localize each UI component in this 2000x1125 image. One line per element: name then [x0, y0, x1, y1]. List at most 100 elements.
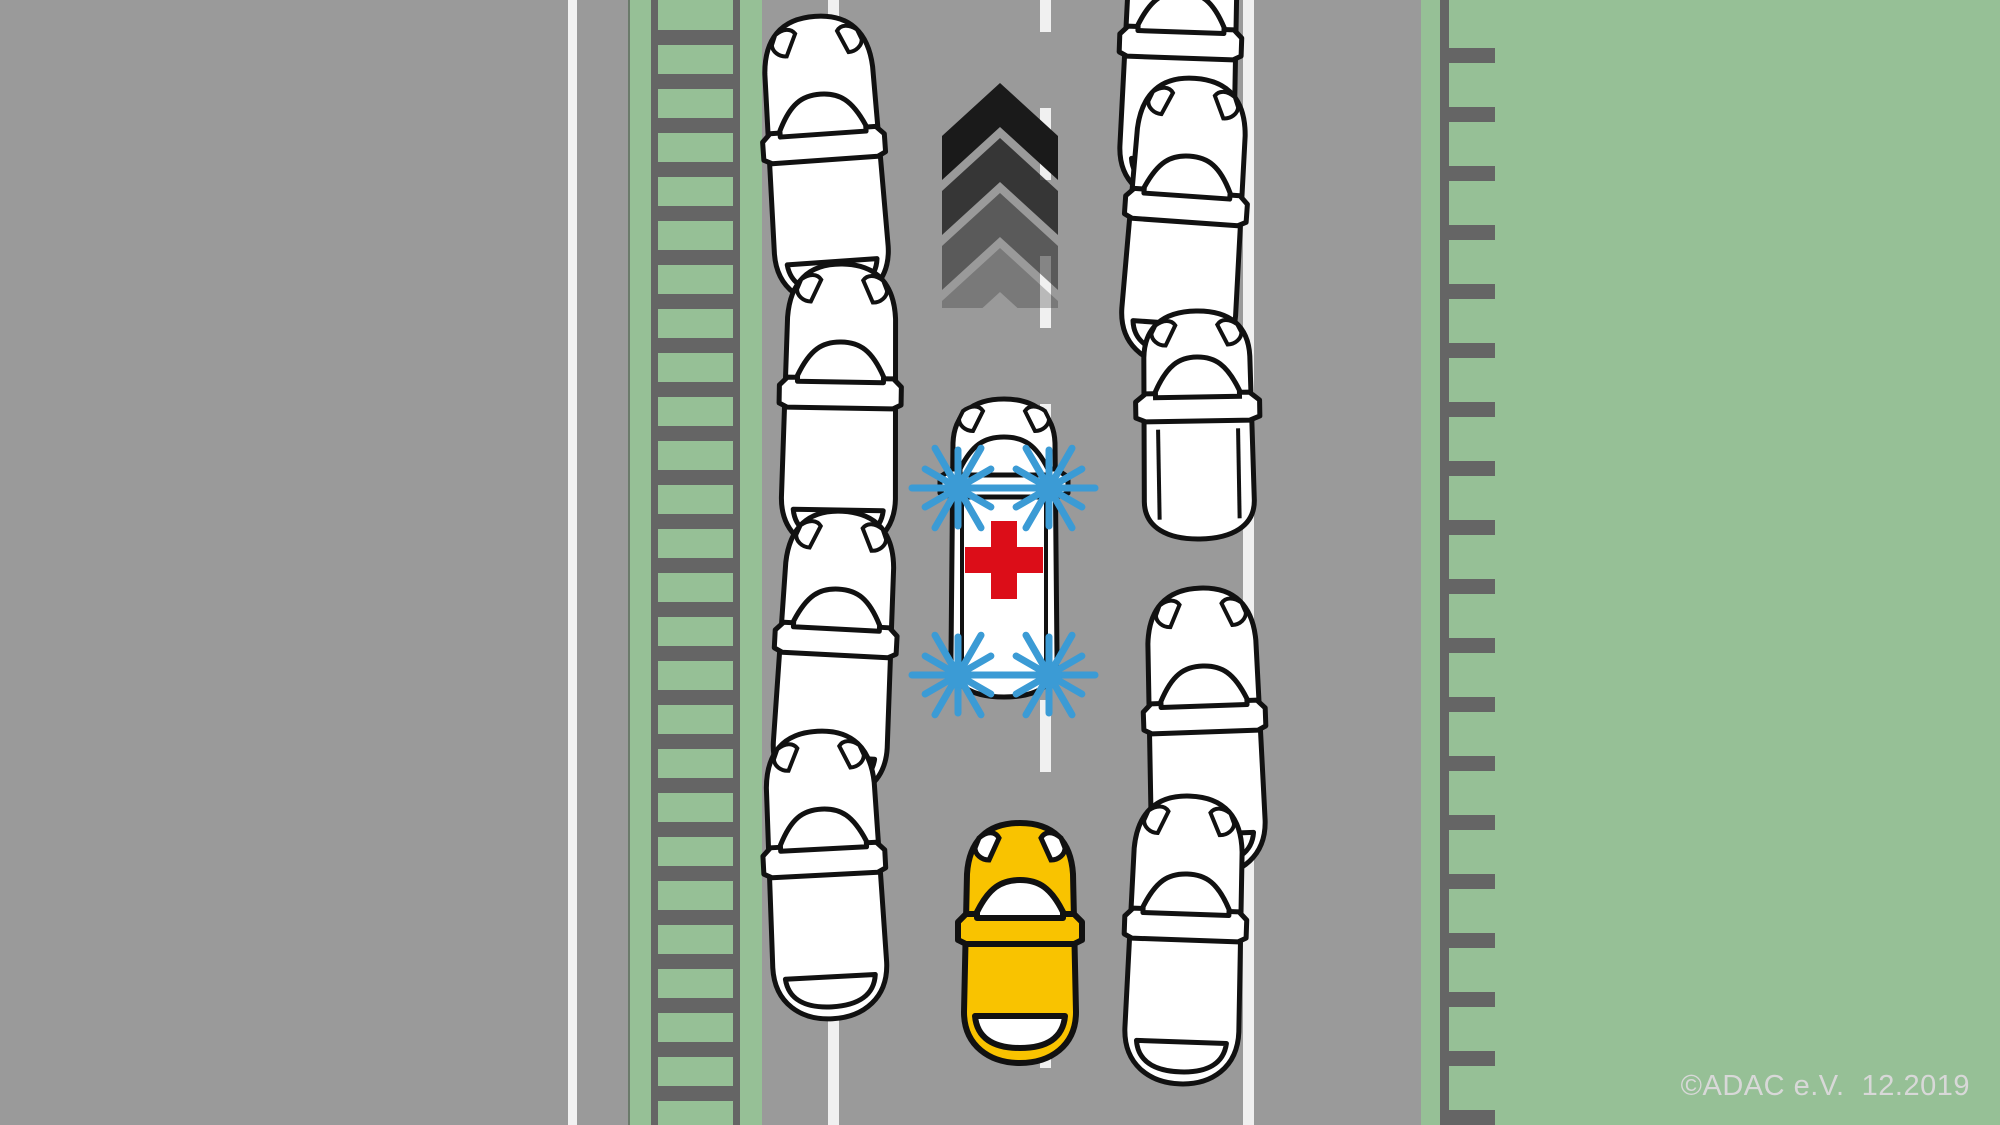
- lane-dash: [1040, 0, 1051, 32]
- headlights: [771, 739, 866, 773]
- guardrail-post: [693, 954, 733, 969]
- guardrail-post: [658, 162, 698, 177]
- guardrail-post: [693, 558, 733, 573]
- guardrail-post: [658, 470, 698, 485]
- guardrail-post: [693, 866, 733, 881]
- guardrail-post: [693, 338, 733, 353]
- guardrail-post: [1449, 638, 1495, 653]
- guardrail-post: [693, 30, 733, 45]
- headlights: [1153, 596, 1248, 630]
- guardrail-post: [1449, 1051, 1495, 1066]
- guardrail-post: [658, 646, 698, 661]
- guardrail-post: [658, 866, 698, 881]
- van-body: [1133, 308, 1263, 542]
- median-edge: [628, 0, 631, 1125]
- guardrail-post: [1449, 756, 1495, 771]
- guardrail-post: [693, 1042, 733, 1057]
- guardrail-post: [693, 822, 733, 837]
- car-right-4: [1115, 788, 1255, 1092]
- median-rail-right-posts: [693, 0, 733, 1125]
- right-lane-line: [1243, 0, 1254, 1125]
- guardrail-post: [1449, 107, 1495, 122]
- guardrail-post: [658, 558, 698, 573]
- guardrail-post: [693, 206, 733, 221]
- guardrail-post: [693, 294, 733, 309]
- shoulder-left: [577, 0, 630, 1125]
- windows: [777, 806, 878, 1010]
- guardrail-post: [658, 1042, 698, 1057]
- chevron-3: [942, 193, 1058, 290]
- guardrail-post: [658, 514, 698, 529]
- guardrail-post: [658, 998, 698, 1013]
- copyright-notice: ©ADAC e.V. 12.2019: [1680, 1070, 1970, 1102]
- rear-window: [782, 972, 878, 1010]
- guardrail-post: [658, 734, 698, 749]
- lane-dash: [1040, 700, 1051, 772]
- guardrail-post: [1449, 933, 1495, 948]
- guardrail-post: [1449, 697, 1495, 712]
- guardrail-post: [658, 954, 698, 969]
- right-verge-rail: [1440, 0, 1449, 1125]
- guardrail-post: [1449, 520, 1495, 535]
- car-left-3: [762, 502, 908, 808]
- guardrail-post: [1449, 284, 1495, 299]
- guardrail-post: [658, 778, 698, 793]
- emergency-beacon: [908, 631, 1008, 719]
- rear-window: [972, 1013, 1068, 1051]
- headlights: [956, 404, 1052, 434]
- headlights: [1146, 85, 1241, 121]
- headlights: [769, 23, 864, 59]
- headlights: [972, 830, 1068, 863]
- side-lines: [1156, 428, 1242, 520]
- guardrail-post: [1449, 579, 1495, 594]
- guardrail-post: [1449, 225, 1495, 240]
- guardrail-post: [658, 822, 698, 837]
- guardrail-post: [658, 338, 698, 353]
- chevron-1: [942, 83, 1058, 180]
- median-rail-right: [733, 0, 740, 1125]
- guardrail-post: [693, 1086, 733, 1101]
- headlights: [794, 519, 889, 553]
- guardrail-post: [658, 294, 698, 309]
- guardrail-post: [693, 998, 733, 1013]
- guardrail-post: [658, 30, 698, 45]
- guardrail-post: [658, 74, 698, 89]
- guardrail-post: [693, 162, 733, 177]
- guardrail-post: [693, 74, 733, 89]
- guardrail-post: [658, 690, 698, 705]
- edge-line-left: [568, 0, 577, 1125]
- guardrail-post: [693, 734, 733, 749]
- windshield: [777, 806, 870, 854]
- guardrail-post: [658, 426, 698, 441]
- ambulance: [879, 385, 1129, 725]
- windshield: [794, 339, 887, 386]
- chevron-4: [942, 248, 1058, 345]
- median-rail-left: [651, 0, 658, 1125]
- windshield: [1141, 153, 1233, 202]
- guardrail-post: [1449, 992, 1495, 1007]
- emergency-beacon: [999, 444, 1099, 532]
- windshield: [1152, 354, 1243, 401]
- windshield: [1158, 663, 1250, 711]
- guardrail-post: [693, 382, 733, 397]
- guardrail-post: [1449, 48, 1495, 63]
- guardrail-post: [693, 646, 733, 661]
- rear-window: [1133, 1037, 1229, 1075]
- asphalt-left-carriageway: [0, 0, 568, 1125]
- headlights: [1149, 318, 1244, 348]
- headlights: [1142, 804, 1237, 838]
- guardrail-post: [1449, 402, 1495, 417]
- windows: [1133, 871, 1232, 1075]
- chevron-2: [942, 138, 1058, 235]
- car-body: [955, 820, 1085, 1066]
- guardrail-post: [658, 206, 698, 221]
- emergency-beacon: [999, 631, 1099, 719]
- lane-dash: [1040, 256, 1051, 328]
- guardrail-post: [693, 426, 733, 441]
- car-left-4: [752, 722, 898, 1028]
- guardrail-post: [693, 514, 733, 529]
- right-verge-rail-posts: [1449, 0, 1495, 1125]
- guardrail-post: [658, 382, 698, 397]
- guardrail-post: [1449, 343, 1495, 358]
